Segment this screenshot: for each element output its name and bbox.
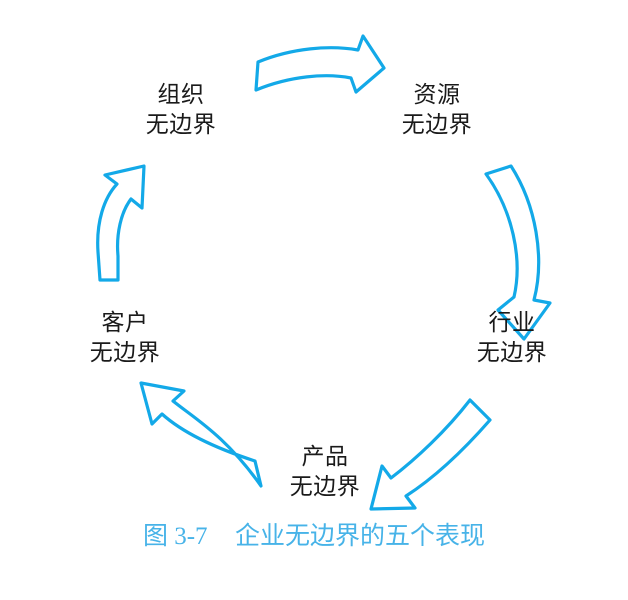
node-label-customer: 客户 无边界	[50, 308, 200, 369]
node-resource-line1: 资源	[413, 82, 461, 107]
figure-caption-number: 图 3-7	[142, 523, 208, 550]
arrow-organization-to-resource	[254, 34, 386, 94]
node-label-resource: 资源 无边界	[362, 80, 512, 141]
node-label-organization: 组织 无边界	[106, 80, 256, 141]
node-label-industry: 行业 无边界	[442, 308, 582, 369]
node-industry-line2: 无边界	[476, 340, 548, 366]
node-customer-line1: 客户	[101, 310, 149, 335]
figure-caption: 图 3-7 企业无边界的五个表现	[0, 522, 628, 552]
node-product-line1: 产品	[301, 444, 349, 469]
arrow-industry-to-product	[369, 398, 492, 511]
arrow-resource-to-industry	[484, 164, 552, 341]
arrow-customer-to-organization	[96, 164, 146, 282]
node-product-line2: 无边界	[289, 474, 361, 500]
node-customer-line2: 无边界	[89, 340, 161, 366]
node-industry-line1: 行业	[488, 310, 536, 335]
node-resource-line2: 无边界	[401, 112, 473, 138]
figure-caption-text: 企业无边界的五个表现	[235, 523, 486, 550]
node-label-product: 产品 无边界	[250, 442, 400, 503]
node-organization-line1: 组织	[157, 82, 205, 107]
node-organization-line2: 无边界	[145, 112, 217, 138]
arrow-product-to-customer	[139, 381, 263, 488]
